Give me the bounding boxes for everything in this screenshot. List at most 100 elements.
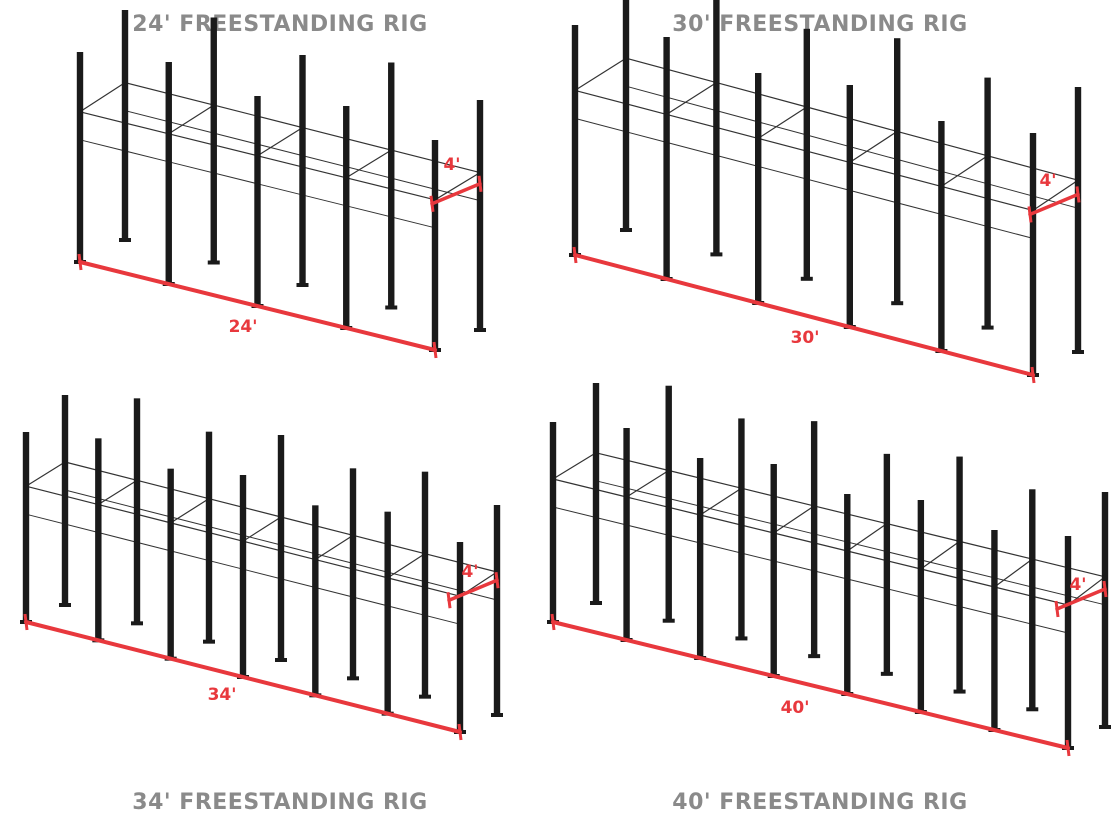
back-post: [1029, 489, 1036, 710]
back-post: [133, 398, 141, 624]
front-post: [755, 73, 762, 303]
length-label: 40': [781, 698, 810, 718]
length-dimension-tick: [1065, 739, 1071, 757]
depth-label: 4': [1039, 171, 1056, 191]
back-post-foot: [1099, 725, 1111, 729]
depth-dimension-line: [1055, 587, 1107, 611]
rung: [849, 130, 898, 163]
front-post: [938, 121, 945, 351]
front-post: [571, 25, 579, 255]
depth-dimension-tick: [494, 572, 500, 589]
length-dimension-line: [24, 620, 462, 734]
rung: [170, 498, 210, 524]
back-post-foot: [491, 713, 503, 717]
depth-dimension-tick: [1075, 186, 1081, 203]
back-post-foot: [953, 689, 966, 694]
back-post: [421, 471, 429, 697]
front-post: [312, 505, 319, 696]
rig-24-diagram: 24'4': [74, 10, 486, 359]
front-post: [167, 468, 174, 659]
length-dimension-line: [78, 260, 437, 352]
length-dimension-tick: [572, 246, 578, 264]
front-post: [165, 62, 172, 284]
back-post-foot: [808, 654, 821, 659]
length-dimension-tick: [432, 341, 438, 359]
rung: [773, 505, 815, 534]
front-post: [770, 464, 777, 676]
depth-dimension-tick: [477, 175, 483, 192]
front-post: [76, 52, 84, 262]
depth-label: 4': [1069, 575, 1086, 595]
rung: [941, 155, 988, 187]
front-post: [991, 530, 998, 730]
front-post: [623, 428, 630, 640]
front-post: [384, 511, 391, 714]
back-post-foot: [710, 252, 723, 257]
rung: [79, 82, 126, 113]
depth-dimension-line: [447, 578, 499, 602]
rung: [98, 479, 138, 506]
length-dimension-tick: [550, 613, 556, 631]
rig-title-24: 24' FREESTANDING RIG: [132, 12, 428, 37]
back-post: [493, 505, 501, 715]
back-post-foot: [800, 276, 813, 281]
back-post: [984, 77, 991, 328]
front-post: [239, 475, 247, 677]
back-post: [622, 0, 630, 230]
front-post: [95, 438, 102, 641]
front-post: [456, 542, 464, 732]
back-lower-bar: [595, 480, 1106, 606]
rung: [25, 461, 66, 487]
back-post: [476, 100, 484, 330]
depth-dimension-tick: [1027, 206, 1033, 223]
front-post: [343, 106, 350, 328]
back-post: [349, 468, 357, 679]
rig-title-40: 40' FREESTANDING RIG: [672, 790, 968, 815]
back-post: [713, 0, 720, 255]
back-post-foot: [662, 618, 675, 623]
depth-dimension-tick: [429, 195, 435, 212]
rig-title-34: 34' FREESTANDING RIG: [132, 790, 428, 815]
back-post-foot: [590, 601, 602, 605]
rung: [846, 523, 888, 552]
length-label: 30': [791, 328, 820, 348]
front-post: [549, 422, 557, 622]
back-post-foot: [385, 305, 398, 310]
front-post: [917, 500, 925, 712]
back-post: [205, 431, 213, 642]
rig-34-diagram: 34'4': [20, 395, 503, 741]
depth-dimension-line: [1028, 192, 1080, 217]
length-label: 24': [229, 317, 258, 337]
back-post: [810, 421, 818, 657]
rung: [666, 82, 717, 115]
depth-dimension-tick: [446, 592, 452, 609]
back-post-foot: [1026, 707, 1039, 712]
depth-dimension-tick: [1102, 580, 1108, 598]
rung: [168, 104, 215, 135]
back-post-foot: [296, 283, 309, 287]
back-post-foot: [275, 658, 287, 662]
front-post: [254, 96, 261, 306]
rung: [626, 470, 670, 498]
front-post: [1064, 536, 1072, 748]
back-post: [210, 17, 217, 263]
rung: [315, 534, 354, 561]
rung: [920, 540, 960, 570]
back-post: [299, 55, 306, 285]
back-post-foot: [735, 636, 748, 641]
back-post: [1101, 492, 1109, 727]
length-dimension-tick: [23, 613, 29, 631]
rung: [242, 516, 282, 542]
front-post: [696, 458, 704, 658]
rung: [552, 452, 597, 480]
length-dimension-tick: [77, 253, 83, 271]
back-post-foot: [59, 603, 71, 607]
depth-dimension-line: [430, 182, 482, 206]
back-post-foot: [119, 238, 131, 242]
length-dimension-tick: [1030, 366, 1036, 384]
rung: [994, 558, 1033, 588]
back-post: [803, 28, 810, 279]
length-dimension-tick: [457, 723, 463, 741]
back-post-foot: [419, 694, 431, 699]
